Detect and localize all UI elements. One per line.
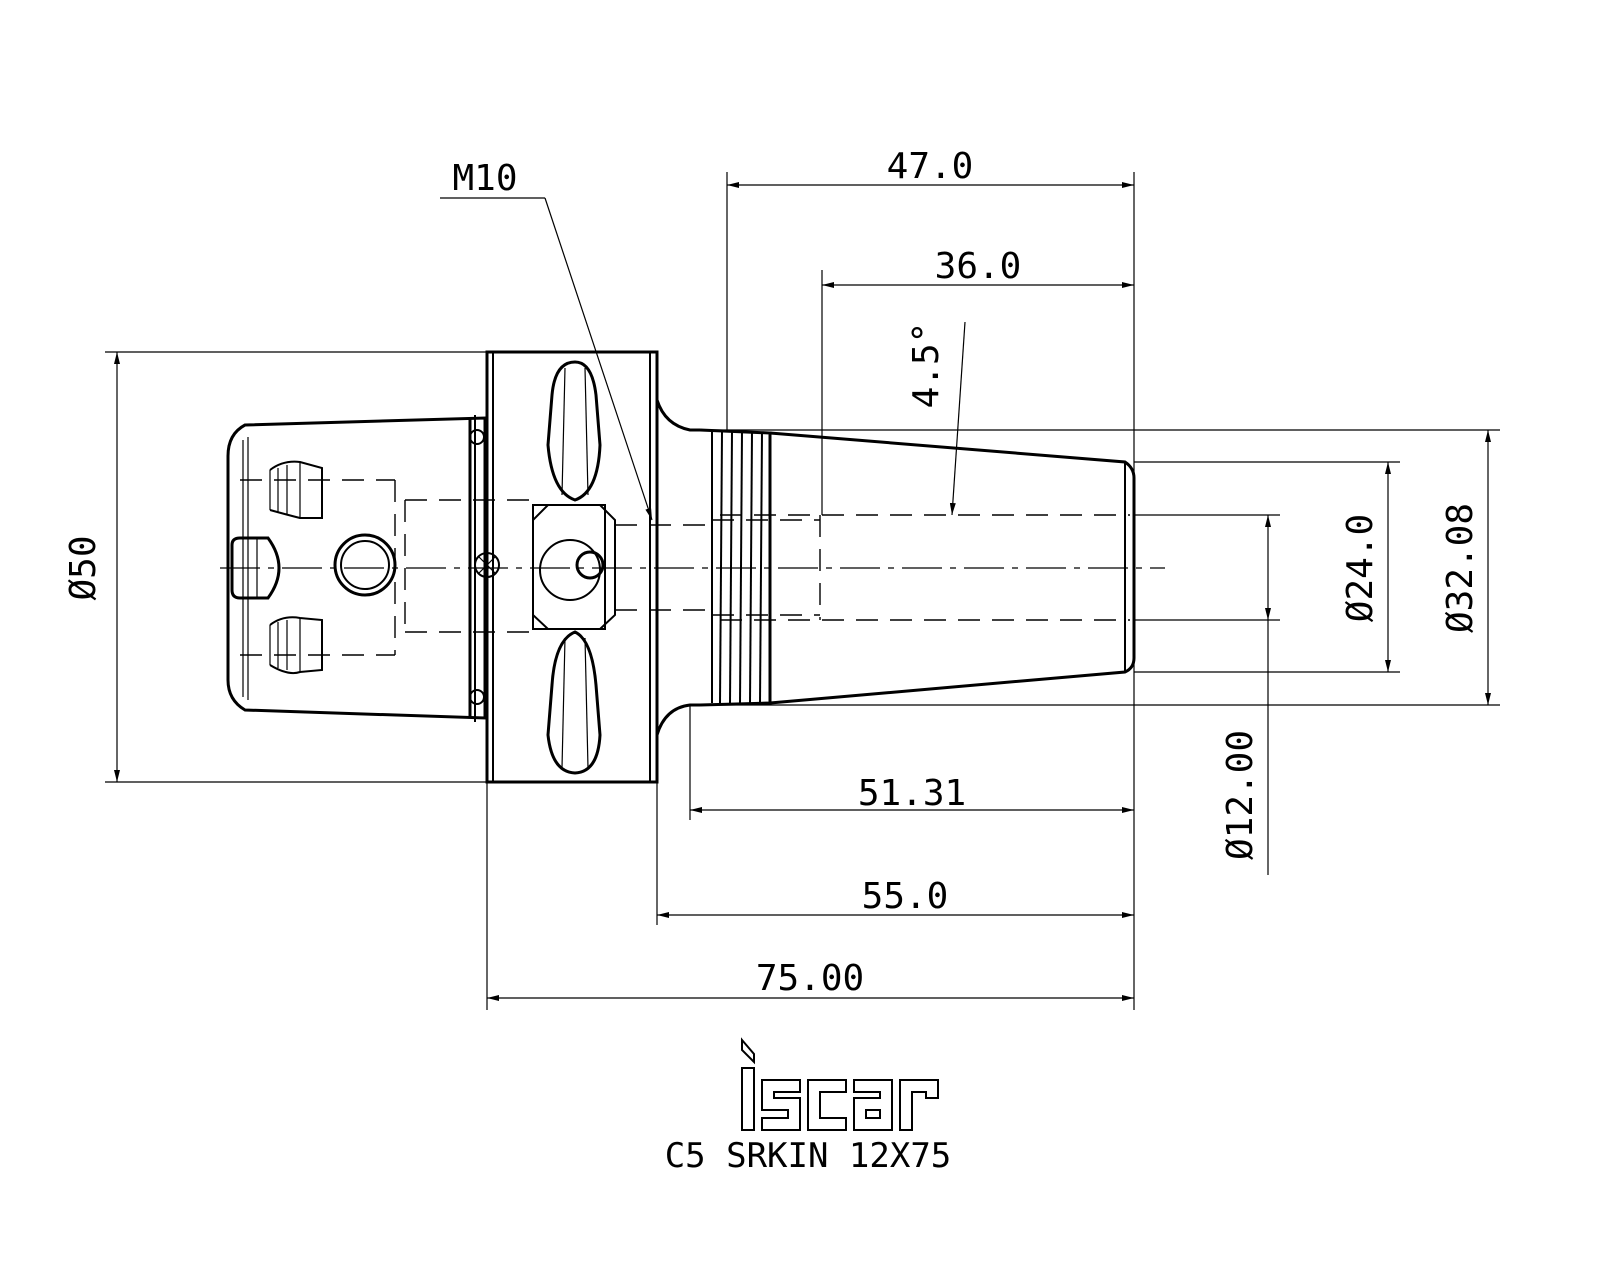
- tool-holder-body: [220, 350, 1165, 784]
- dimensions: 47.0 36.0 4.5° M10 Ø50 Ø24.0 Ø32.08 Ø12.…: [63, 146, 1500, 1010]
- dim-47-label: 47.0: [887, 146, 974, 187]
- collet-nut: [226, 416, 487, 720]
- m10-label: M10: [452, 158, 517, 199]
- drive-pin: [230, 536, 281, 600]
- part-title: C5 SRKIN 12X75: [665, 1136, 952, 1176]
- dia24-label: Ø24.0: [1340, 514, 1381, 622]
- dim-5131-label: 51.31: [858, 773, 966, 814]
- flange-slot-bottom: [546, 630, 602, 775]
- dim-55-label: 55.0: [862, 876, 949, 917]
- dia32-label: Ø32.08: [1440, 503, 1481, 633]
- dim-75-label: 75.00: [756, 958, 864, 999]
- iscar-logo: [741, 1037, 939, 1131]
- side-hole: [333, 533, 397, 597]
- flange-slot-top: [546, 360, 602, 502]
- dia50-label: Ø50: [63, 535, 104, 600]
- coolant-screw: [575, 550, 605, 580]
- angle-leader: [949, 321, 966, 516]
- dim-36-label: 36.0: [935, 246, 1022, 287]
- angle-label: 4.5°: [906, 322, 947, 409]
- flange: [485, 350, 659, 784]
- dia12-label: Ø12.00: [1220, 730, 1261, 860]
- m10-leader: [544, 197, 653, 521]
